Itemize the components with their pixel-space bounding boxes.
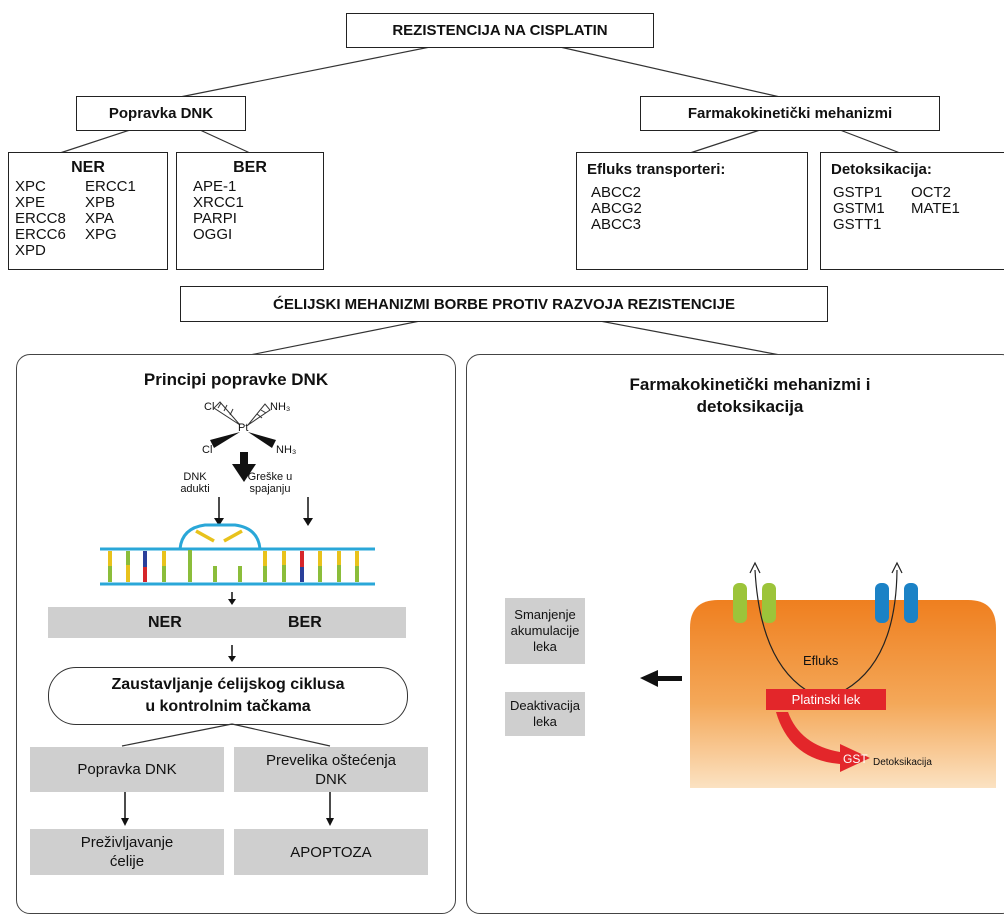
deactivation-box: Deaktivacija leka (505, 692, 585, 736)
detox-title: Detoksikacija: (831, 161, 932, 178)
label-line: Greške u (247, 471, 293, 483)
survival-line: Preživljavanje (80, 834, 174, 851)
survival-box: Preživljavanje ćelije (30, 829, 224, 875)
damage-line: DNK (315, 770, 347, 788)
gst-label: GST (843, 752, 868, 766)
ner-col1: XPC XPE ERCC8 ERCC6 XPD (15, 179, 66, 259)
damage-line: Prevelika oštećenja (265, 751, 397, 769)
nh3-bottom-label: NH₃ (276, 444, 297, 456)
detoxification-label: Detoksikacija (873, 757, 932, 768)
cl-bottom-label: Cl (202, 444, 213, 456)
efflux-list: ABCC2 ABCG2 ABCC3 (591, 185, 642, 233)
ber-list: APE-1 XRCC1 PARPI OGGI (193, 179, 244, 243)
middle-title: ĆELIJSKI MEHANIZMI BORBE PROTIV RAZVOJA … (180, 286, 828, 322)
checkpoint-line: u kontrolnim tačkama (145, 698, 311, 715)
gene-label: ERCC8 (15, 210, 66, 227)
gene-label: PARPI (193, 210, 237, 227)
repair-box: Popravka DNK (30, 747, 224, 792)
gene-label: OCT2 (911, 184, 952, 201)
label-line: adukti (180, 483, 210, 495)
gene-label: XRCC1 (193, 194, 244, 211)
box-line: akumulacije (510, 623, 580, 638)
pt-label: Pt (238, 422, 249, 434)
ner-box: NER XPC XPE ERCC8 ERCC6 XPD ERCC1 XPB XP… (8, 152, 168, 270)
checkpoint-line: Zaustavljanje ćelijskog ciklusa (111, 676, 345, 693)
ner-bar-label: NER (148, 614, 182, 631)
branch-pharmacokinetic: Farmakokinetički mehanizmi (640, 96, 940, 131)
gene-label: XPD (15, 242, 46, 259)
gene-label: ABCC3 (591, 216, 642, 233)
title-line: detoksikacija (696, 397, 804, 416)
efflux-box: Efluks transporteri: ABCC2 ABCG2 ABCC3 (576, 152, 808, 270)
branch-dna-repair: Popravka DNK (76, 96, 246, 131)
gene-label: GSTM1 (833, 200, 885, 217)
efflux-title: Efluks transporteri: (587, 161, 726, 178)
ber-title: BER (233, 159, 267, 176)
label-line: DNK (183, 471, 207, 483)
box-line: Deaktivacija (509, 698, 581, 713)
ner-ber-bar (48, 607, 406, 638)
gene-label: MATE1 (911, 200, 960, 217)
label-line: spajanju (249, 483, 291, 495)
gene-label: OGGI (193, 226, 233, 243)
checkpoint-box: Zaustavljanje ćelijskog ciklusa u kontro… (48, 667, 408, 725)
ner-title: NER (71, 159, 105, 176)
gene-label: ABCG2 (591, 200, 642, 217)
reduced-accumulation-box: Smanjenje akumulacije leka (505, 598, 585, 664)
title-line: Farmakokinetički mehanizmi i (629, 375, 871, 394)
gene-label: XPE (15, 194, 46, 211)
gene-label: ABCC2 (591, 184, 642, 201)
splicing-errors-label: Greške u spajanju (238, 471, 302, 495)
gene-label: APE-1 (193, 178, 237, 195)
gene-label: GSTP1 (833, 184, 883, 201)
cisplatin-molecule (210, 401, 276, 448)
gene-label: XPB (85, 194, 116, 211)
gene-label: XPA (85, 210, 114, 227)
ner-col2: ERCC1 XPB XPA XPG (85, 179, 136, 243)
nh3-top-label: NH₃ (270, 401, 291, 413)
survival-line: ćelije (109, 853, 145, 870)
ber-bar-label: BER (288, 614, 322, 631)
gene-label: XPG (85, 226, 117, 243)
efflux-label: Efluks (803, 653, 839, 668)
gene-label: ERCC6 (15, 226, 66, 243)
dna-adducts-label: DNK adukti (170, 471, 220, 495)
detox-box: Detoksikacija: GSTP1 GSTM1 GSTT1 OCT2 MA… (820, 152, 1004, 270)
gene-label: GSTT1 (833, 216, 882, 233)
ber-box: BER APE-1 XRCC1 PARPI OGGI (176, 152, 324, 270)
dna-strand (100, 523, 375, 586)
cl-top-label: Cl (204, 401, 215, 413)
platinum-drug-label: Platinski lek (791, 692, 861, 707)
gene-label: ERCC1 (85, 178, 136, 195)
damage-box: Prevelika oštećenja DNK (234, 747, 428, 792)
panel-right-title: Farmakokinetički mehanizmi i detoksikaci… (540, 374, 960, 418)
apoptosis-box: APOPTOZA (234, 829, 428, 875)
box-line: leka (533, 639, 557, 654)
detox-col1: GSTP1 GSTM1 GSTT1 (833, 185, 885, 233)
panel-left-title: Principi popravke DNK (143, 370, 329, 389)
main-title: REZISTENCIJA NA CISPLATIN (346, 13, 654, 48)
detox-col2: OCT2 MATE1 (911, 185, 960, 217)
gene-label: XPC (15, 178, 46, 195)
box-line: Smanjenje (514, 607, 576, 622)
box-line: leka (533, 714, 557, 729)
